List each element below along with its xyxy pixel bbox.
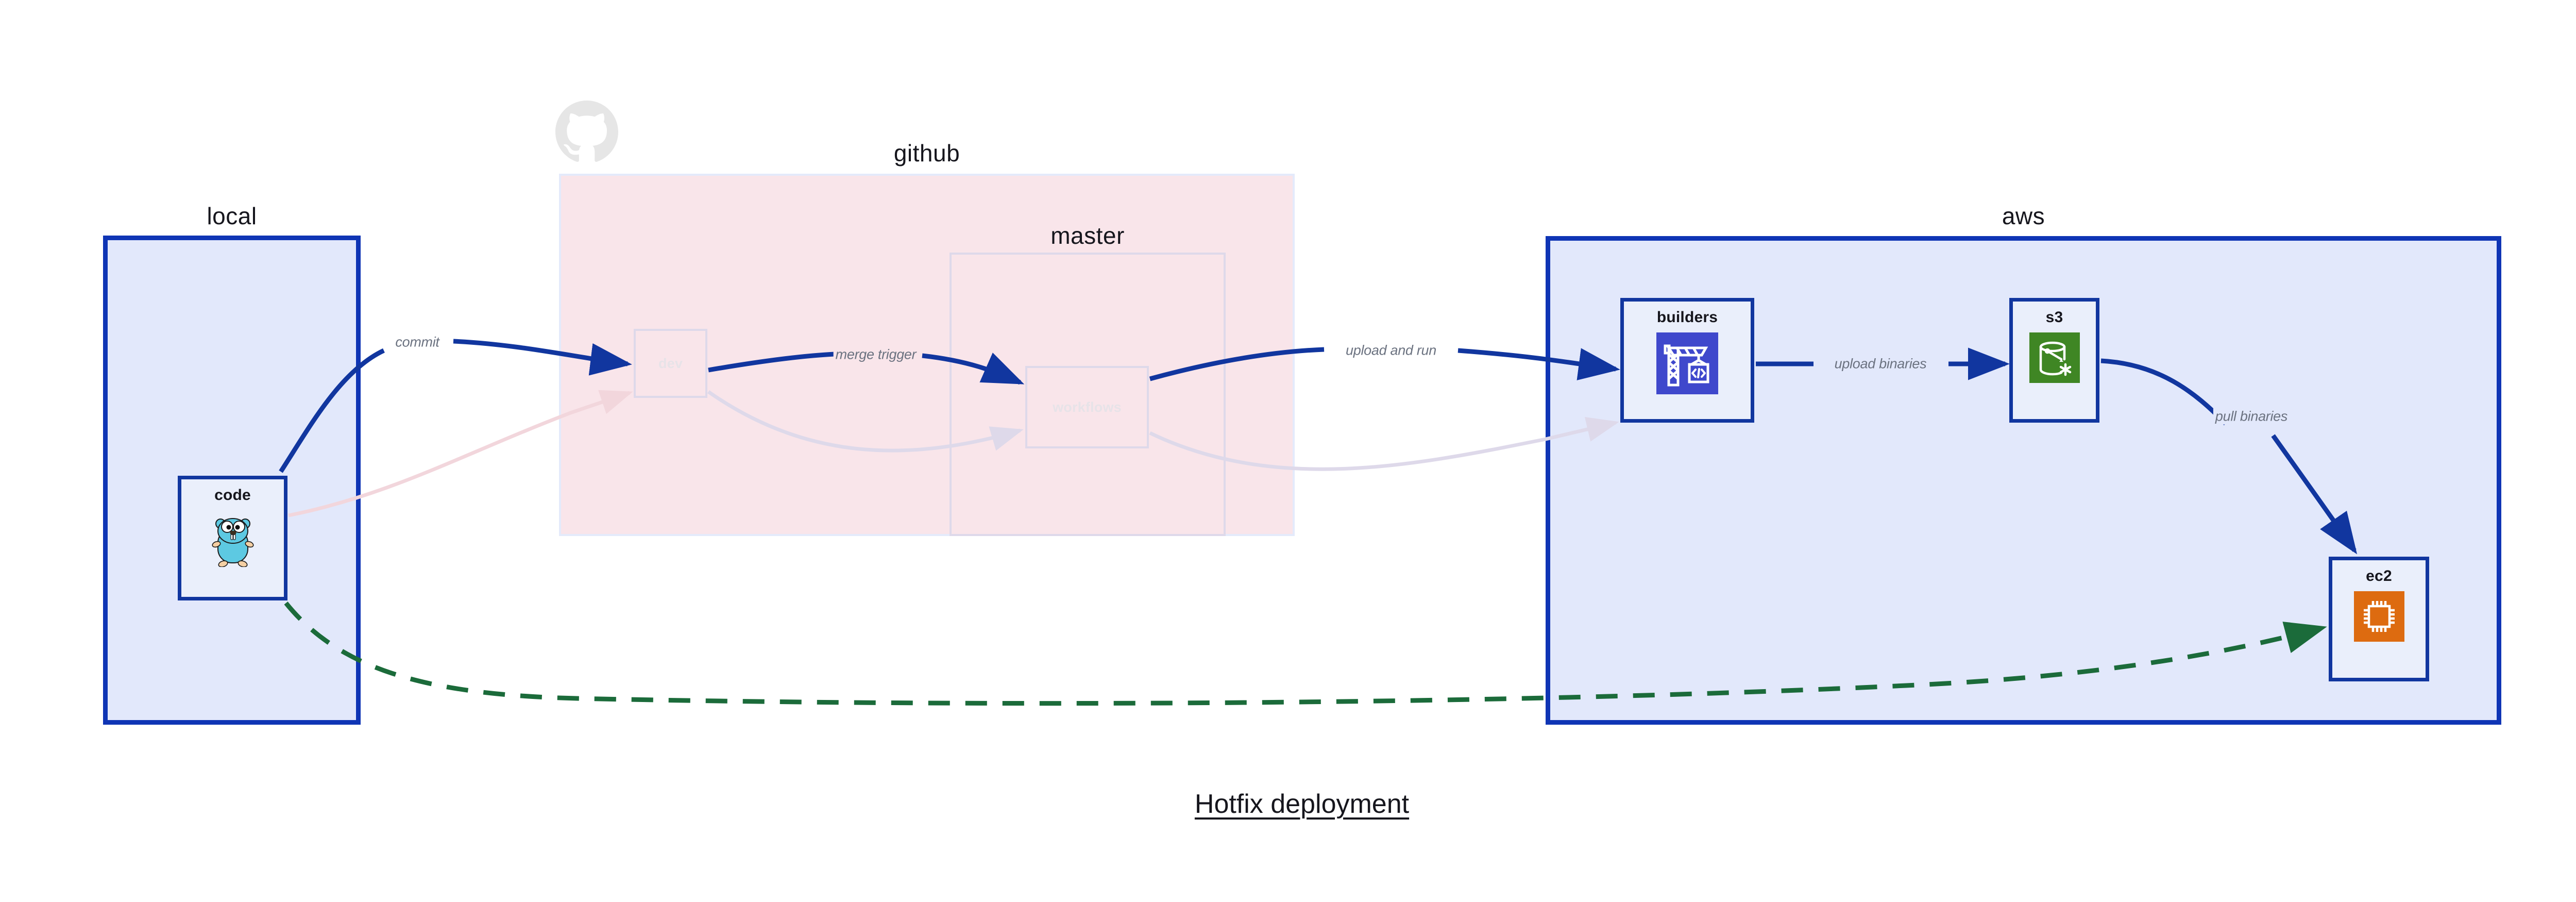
node-s3-label: s3 [2045,309,2063,326]
cluster-local-label: local [207,203,257,229]
github-octocat-icon [555,101,618,166]
cluster-master-label: master [1050,222,1125,249]
s3-bucket-icon [2029,332,2080,386]
node-s3[interactable]: s3 [2009,298,2099,423]
cluster-github-label: github [893,140,960,166]
edge-label-upload-and-run: upload and run [1344,342,1438,359]
node-code[interactable]: code [178,476,287,600]
node-dev-label: dev [658,355,683,371]
cluster-aws-label: aws [2002,203,2045,229]
node-workflows-label: workflows [1053,399,1122,415]
node-ec2-label: ec2 [2366,567,2392,584]
edge-label-commit: commit [393,334,442,350]
node-dev[interactable]: dev [634,329,707,398]
node-ec2[interactable]: ec2 [2329,557,2429,681]
node-builders[interactable]: builders [1620,298,1754,423]
node-code-label: code [214,487,251,504]
crane-code-icon [1656,332,1718,397]
cpu-chip-icon [2353,591,2404,644]
go-gopher-icon [209,510,257,570]
edge-label-upload-binaries: upload binaries [1832,356,1929,372]
diagram-title: Hotfix deployment [1194,789,1410,819]
node-builders-label: builders [1656,309,1718,326]
edge-label-pull-binaries: pull binaries [2213,408,2290,425]
edge-label-merge-trigger: merge trigger [833,346,919,363]
node-workflows[interactable]: workflows [1025,366,1149,448]
